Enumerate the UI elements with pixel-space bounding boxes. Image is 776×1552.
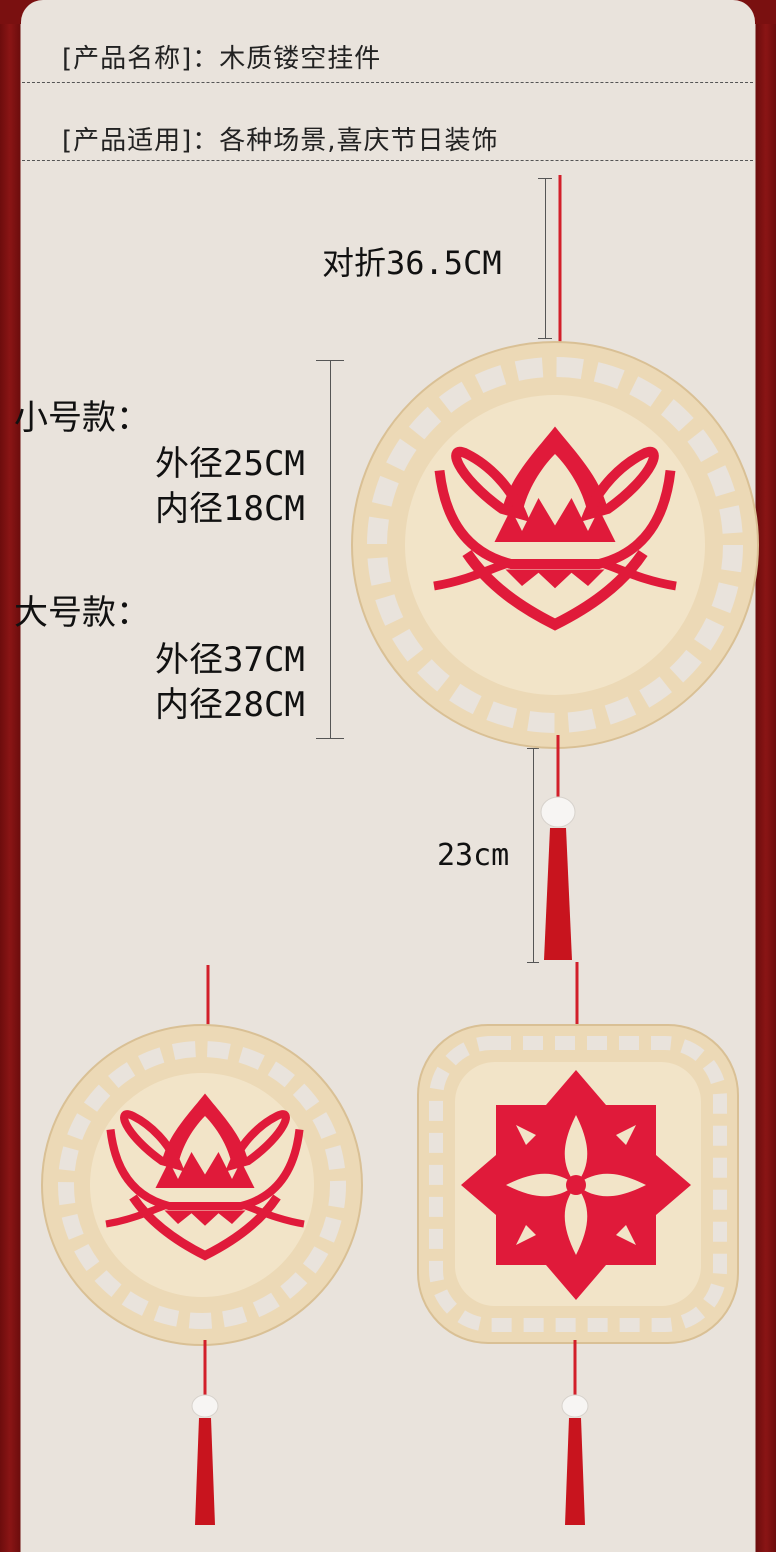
small-inner-diameter: 内径18CM xyxy=(155,489,305,529)
product-use-line: [产品适用]：各种场景,喜庆节日装饰 xyxy=(62,126,499,156)
fold-length-label: 对折36.5CM xyxy=(322,244,502,282)
fold-dimension-line xyxy=(545,178,546,338)
small-size-title: 小号款： xyxy=(14,398,150,438)
size-dimension-line xyxy=(330,360,331,738)
large-size-title: 大号款： xyxy=(14,593,150,633)
large-outer-diameter: 外径37CM xyxy=(155,640,305,680)
small-outer-diameter: 外径25CM xyxy=(155,444,305,484)
tassel-dimension-line xyxy=(533,748,534,962)
product-name-line: [产品名称]：木质镂空挂件 xyxy=(62,44,382,74)
tassel-length-label: 23cm xyxy=(437,838,510,873)
top-cap xyxy=(0,0,776,40)
divider xyxy=(22,82,753,83)
large-inner-diameter: 内径28CM xyxy=(155,685,305,725)
divider xyxy=(22,160,753,161)
